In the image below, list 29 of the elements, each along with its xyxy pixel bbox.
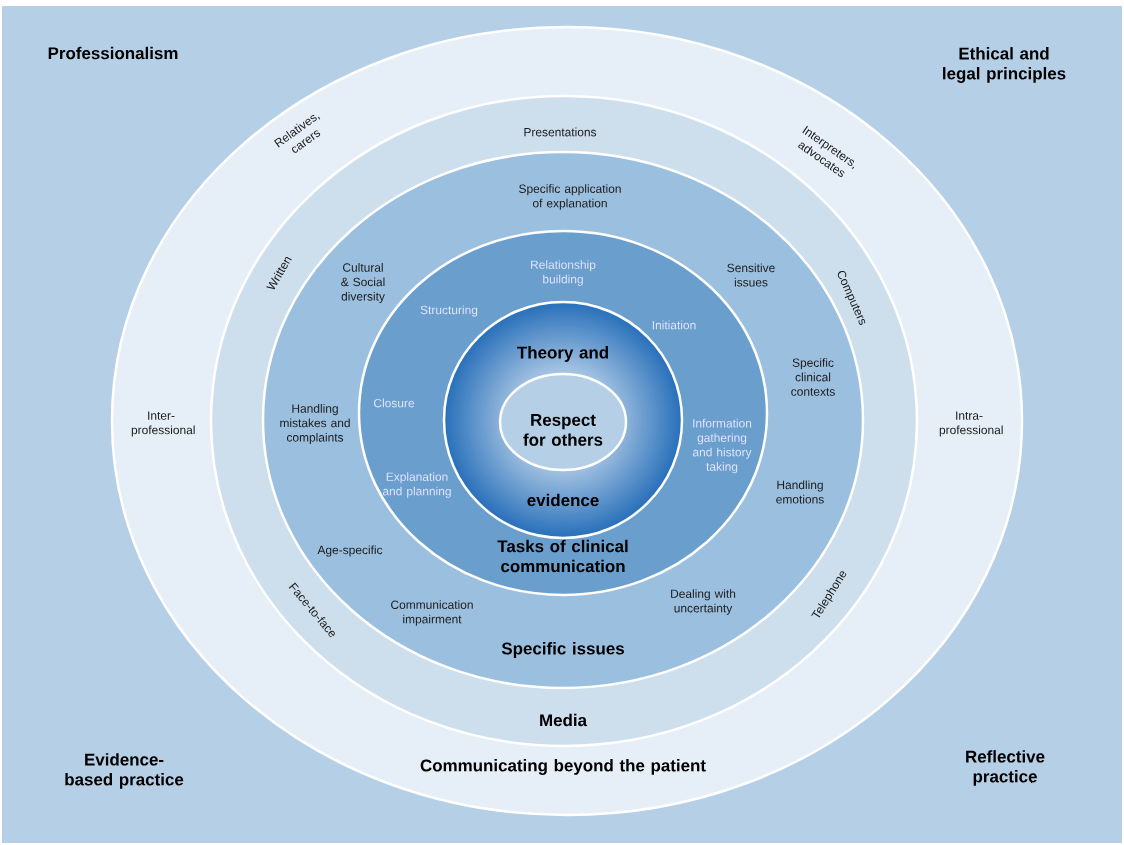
ring-heading: evidence <box>527 493 599 507</box>
corner-label: Reflective practice <box>966 750 1045 786</box>
ring-heading: Communicating beyond the patient <box>420 759 706 775</box>
item-label: Age-specific <box>317 545 383 557</box>
ring-heading: Specific issues <box>501 642 624 658</box>
corner-label: Ethical and legal principles <box>943 47 1066 83</box>
ring-heading: Tasks of clinical communication <box>497 539 628 573</box>
item-label: Structuring <box>420 305 478 317</box>
item-label: Specific application of explanation <box>519 184 621 210</box>
ring-heading: Theory and <box>517 346 608 362</box>
item-label: Handling mistakes and complaints <box>280 404 350 444</box>
item-label: Closure <box>374 398 415 408</box>
item-label: Initiation <box>652 320 696 330</box>
item-label: Communication impairment <box>391 600 473 626</box>
item-label: Inter-professional <box>131 411 195 437</box>
item-label: Dealing with uncertainty <box>671 589 736 615</box>
ring-heading: Media <box>540 713 588 727</box>
ring-heading: Respect for others <box>523 414 603 446</box>
item-label: Intra-professional <box>939 411 1003 437</box>
corner-label: Evidence-based practice <box>65 753 184 789</box>
item-label: Specific clinical contexts <box>791 358 835 396</box>
item-label: Sensitive issues <box>727 263 775 287</box>
corner-label: Professionalism <box>48 46 178 60</box>
item-label: Cultural & Social diversity <box>341 263 385 303</box>
item-label: Handling emotions <box>776 480 824 504</box>
item-label: Explanation and planning <box>382 472 451 498</box>
item-label: Presentations <box>524 127 597 137</box>
item-label: Relationship building <box>531 260 596 286</box>
item-label: Information gathering and history taking <box>692 418 752 474</box>
